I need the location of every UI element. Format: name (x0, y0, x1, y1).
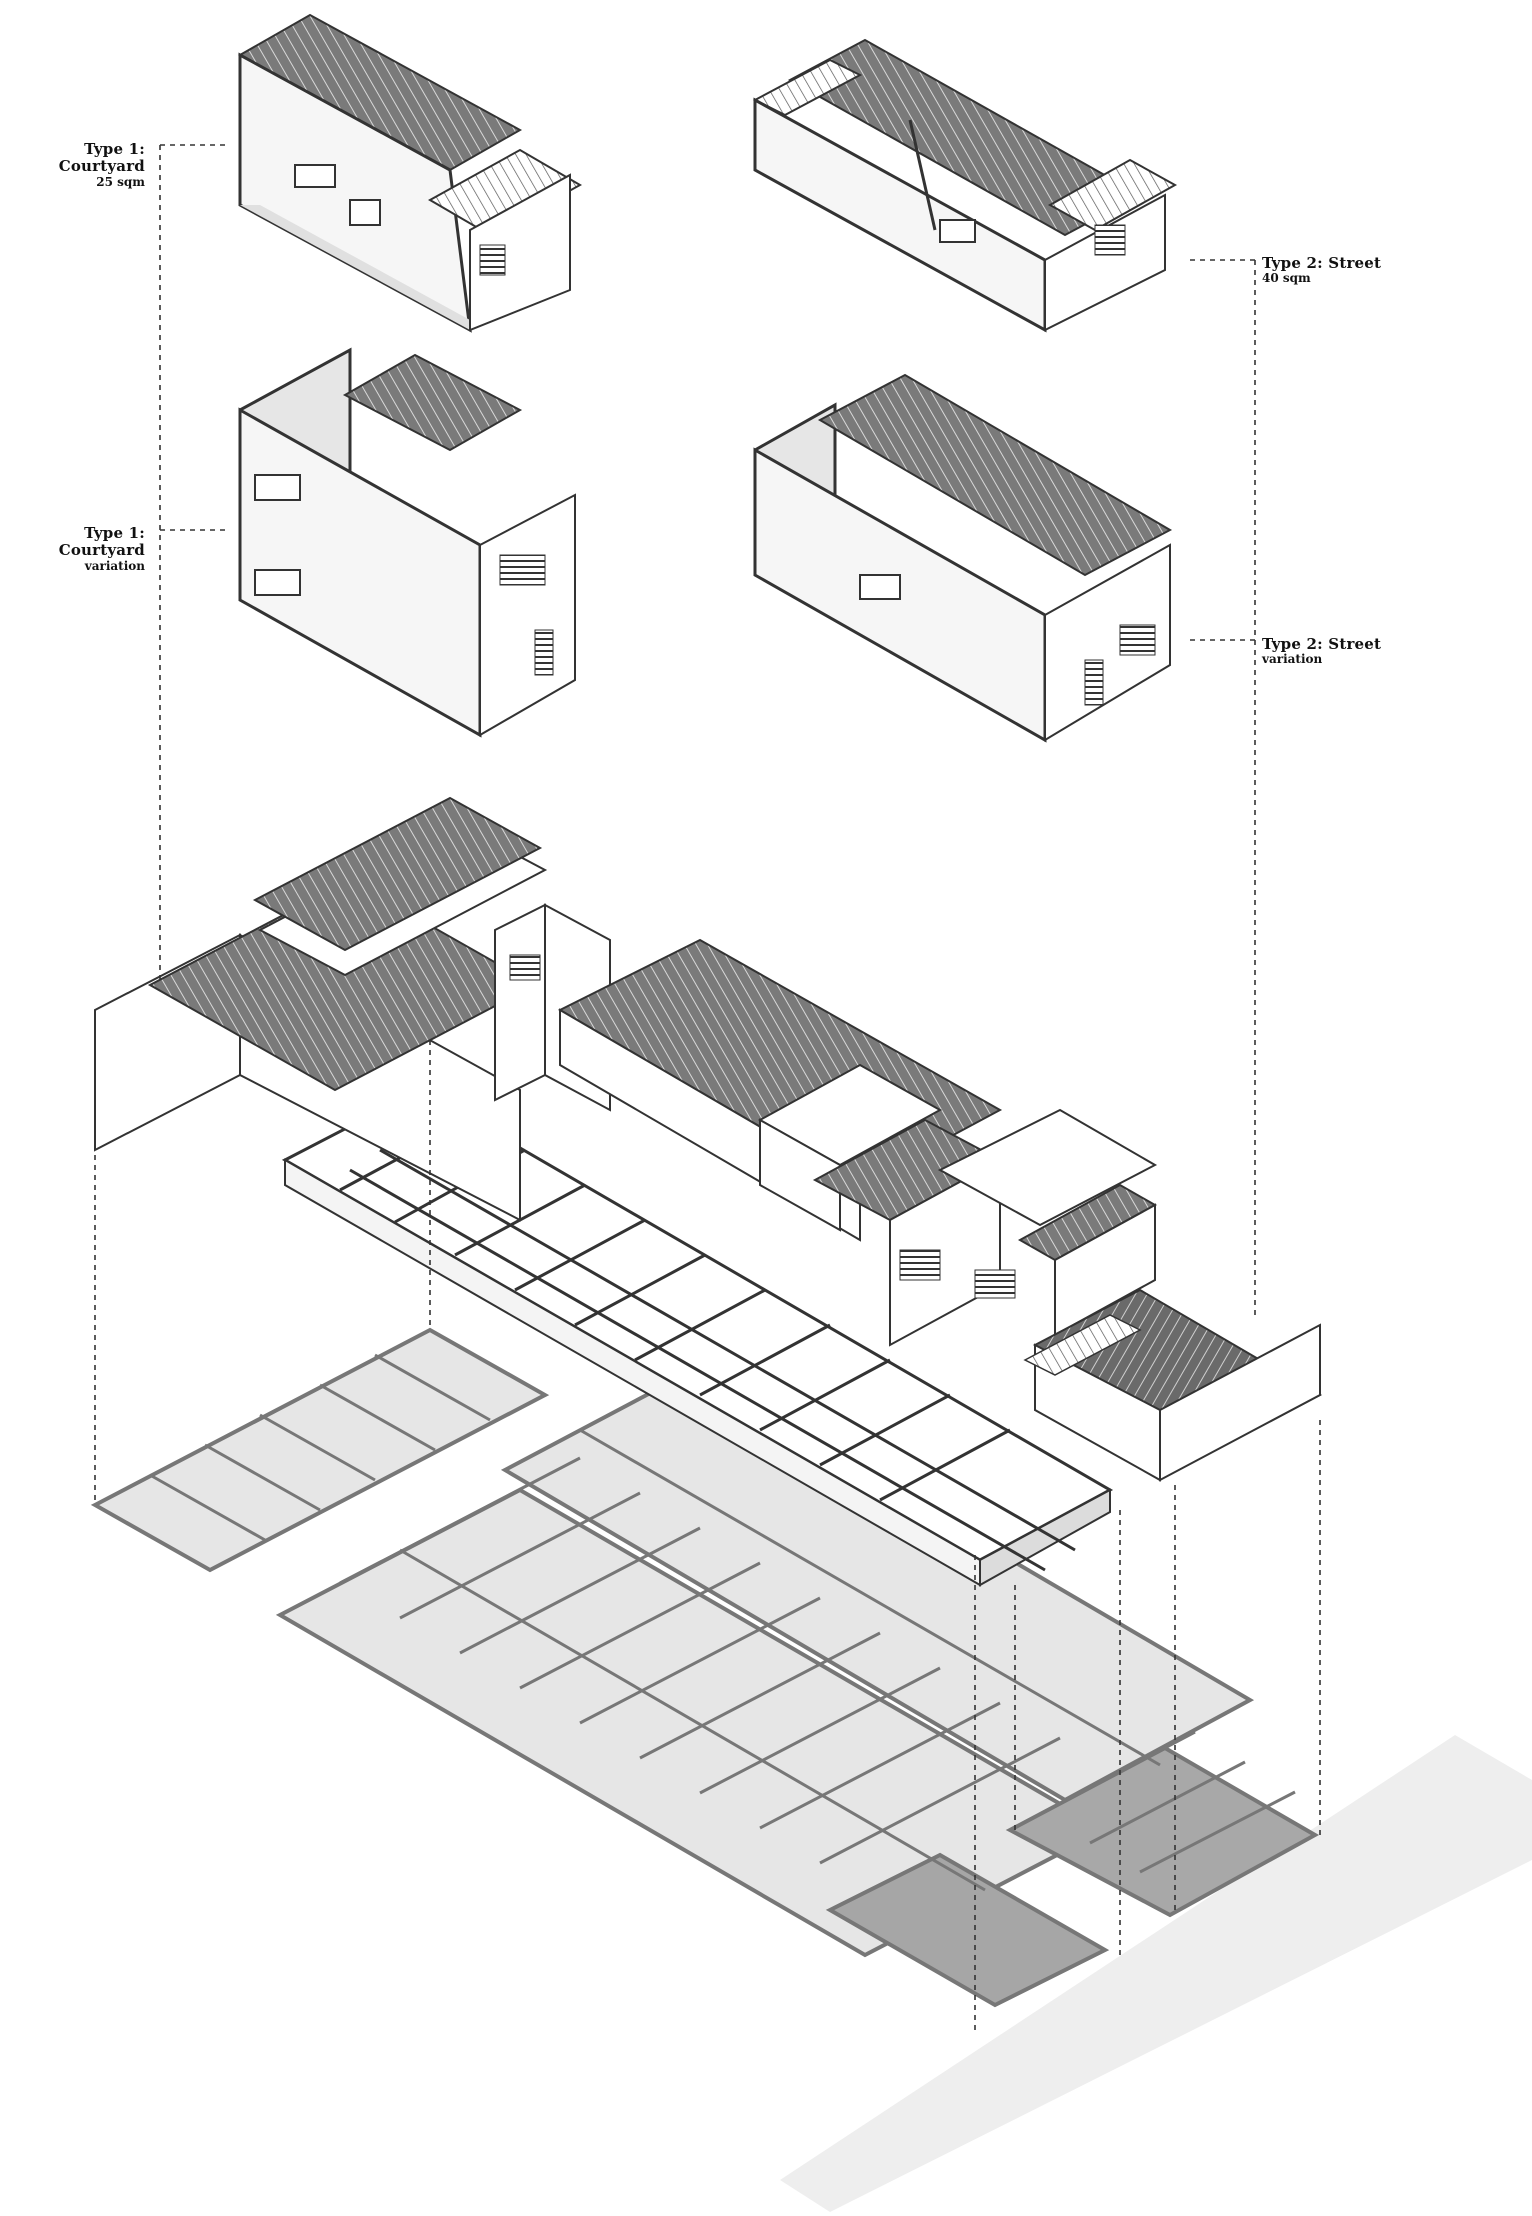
label-type1var-title: Type 1: Courtyard (58, 524, 145, 560)
label-type1-title: Type 1: Courtyard (58, 140, 145, 176)
unit-type2-street (752, 38, 1178, 333)
label-type2var-title: Type 2: Street (1262, 635, 1382, 653)
plan-partitions (149, 1353, 1296, 1892)
main-block-center (557, 938, 1003, 1242)
label-type1-courtyard: Type 1: Courtyard 25 sqm (0, 140, 145, 189)
label-type1var-sub: variation (84, 558, 145, 573)
main-block-left (94, 796, 548, 1222)
label-type2-variation: Type 2: Street variation (1262, 635, 1382, 667)
main-block-end (1023, 1288, 1323, 1482)
street-strip (780, 1735, 1532, 2212)
label-type1-variation: Type 1: Courtyard variation (0, 524, 145, 573)
unit-type1-variation (238, 347, 576, 738)
main-block-right (812, 1108, 1158, 1347)
label-type2var-sub: variation (1262, 652, 1323, 667)
label-type2-title: Type 2: Street (1262, 254, 1382, 272)
leader-lines (94, 144, 1321, 2030)
label-type2-street: Type 2: Street 40 sqm (1262, 254, 1382, 286)
label-type2-sub: 40 sqm (1262, 271, 1311, 286)
unit-type1-courtyard (237, 13, 583, 333)
unit-type2-variation (753, 373, 1173, 743)
label-type1-sub: 25 sqm (96, 174, 145, 189)
